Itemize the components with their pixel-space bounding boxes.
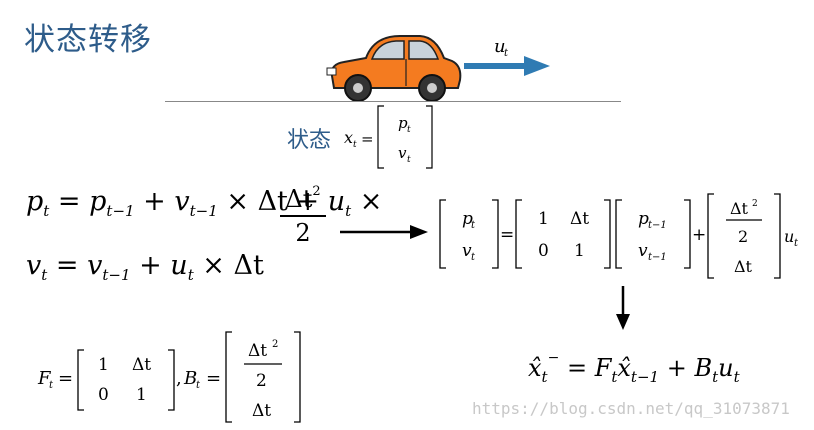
matrix-equation: p t v t = 1 Δt 0 1 p t−1 v t−1 + Δt 2 2 …	[439, 193, 799, 279]
f-b-definitions: F t = 1 Δt 0 1 , B t = Δt 2 2 Δt	[37, 331, 301, 423]
down-arrow	[616, 286, 630, 330]
svg-text:v: v	[638, 241, 648, 261]
watermark: https://blog.csdn.net/qq_31073871	[472, 399, 790, 418]
svg-text:B: B	[183, 368, 197, 389]
svg-text:Δt: Δt	[252, 401, 271, 421]
right-arrow	[340, 225, 428, 239]
state-vector: x t = p t v t	[344, 105, 433, 169]
svg-text:=: =	[58, 368, 73, 389]
svg-text:1: 1	[136, 385, 147, 405]
svg-text:t−1: t−1	[648, 252, 667, 263]
svg-text:t: t	[196, 380, 201, 391]
ground-line	[165, 101, 621, 102]
state-v-sub: t	[407, 155, 411, 165]
state-v: v	[398, 144, 407, 162]
svg-text:1: 1	[574, 241, 585, 261]
svg-text:=: =	[500, 225, 514, 245]
svg-text:=: =	[206, 368, 221, 389]
svg-text:2: 2	[752, 199, 758, 209]
control-sub: t	[504, 48, 509, 59]
svg-text:Δt: Δt	[734, 257, 753, 276]
svg-text:t: t	[794, 238, 799, 249]
svg-text:2: 2	[256, 371, 267, 391]
state-p: p	[398, 114, 408, 132]
svg-text:0: 0	[538, 241, 549, 261]
svg-text:1: 1	[538, 209, 549, 229]
svg-text:F: F	[37, 368, 52, 389]
svg-text:v: v	[462, 241, 472, 261]
position-fraction: Δt2 2	[280, 178, 326, 247]
car-illustration	[326, 35, 462, 102]
state-label: 状态	[287, 128, 332, 153]
svg-text:2: 2	[272, 339, 278, 350]
svg-text:0: 0	[98, 385, 109, 405]
svg-text:Δt: Δt	[132, 355, 151, 375]
control-arrow: u t	[464, 36, 550, 76]
svg-text:+: +	[692, 225, 706, 245]
svg-text:t: t	[471, 252, 476, 263]
state-x: x	[344, 128, 353, 147]
svg-text:1: 1	[98, 355, 109, 375]
svg-text:Δt: Δt	[570, 209, 589, 229]
svg-text:2: 2	[738, 227, 748, 246]
state-p-sub: t	[407, 125, 411, 135]
svg-text:t: t	[471, 220, 476, 231]
svg-text:Δt: Δt	[730, 199, 749, 218]
page-title: 状态转移	[24, 22, 152, 58]
estimate-equation: x̂t− = Ftx̂t−1 + Btut	[528, 350, 740, 386]
svg-text:t: t	[49, 380, 54, 391]
svg-text:,: ,	[176, 368, 182, 389]
svg-text:u: u	[784, 227, 794, 246]
svg-text:p: p	[638, 209, 649, 229]
equation-velocity: vt = vt−1 + ut × Δt	[26, 250, 264, 284]
svg-text:p: p	[462, 209, 473, 229]
svg-text:=: =	[361, 130, 374, 148]
control-label: u	[494, 36, 506, 57]
svg-text:t−1: t−1	[648, 220, 667, 231]
equation-position: pt = pt−1 + vt−1 × Δt + ut ×	[26, 186, 383, 220]
state-x-sub: t	[353, 140, 357, 150]
svg-text:Δt: Δt	[248, 341, 267, 361]
